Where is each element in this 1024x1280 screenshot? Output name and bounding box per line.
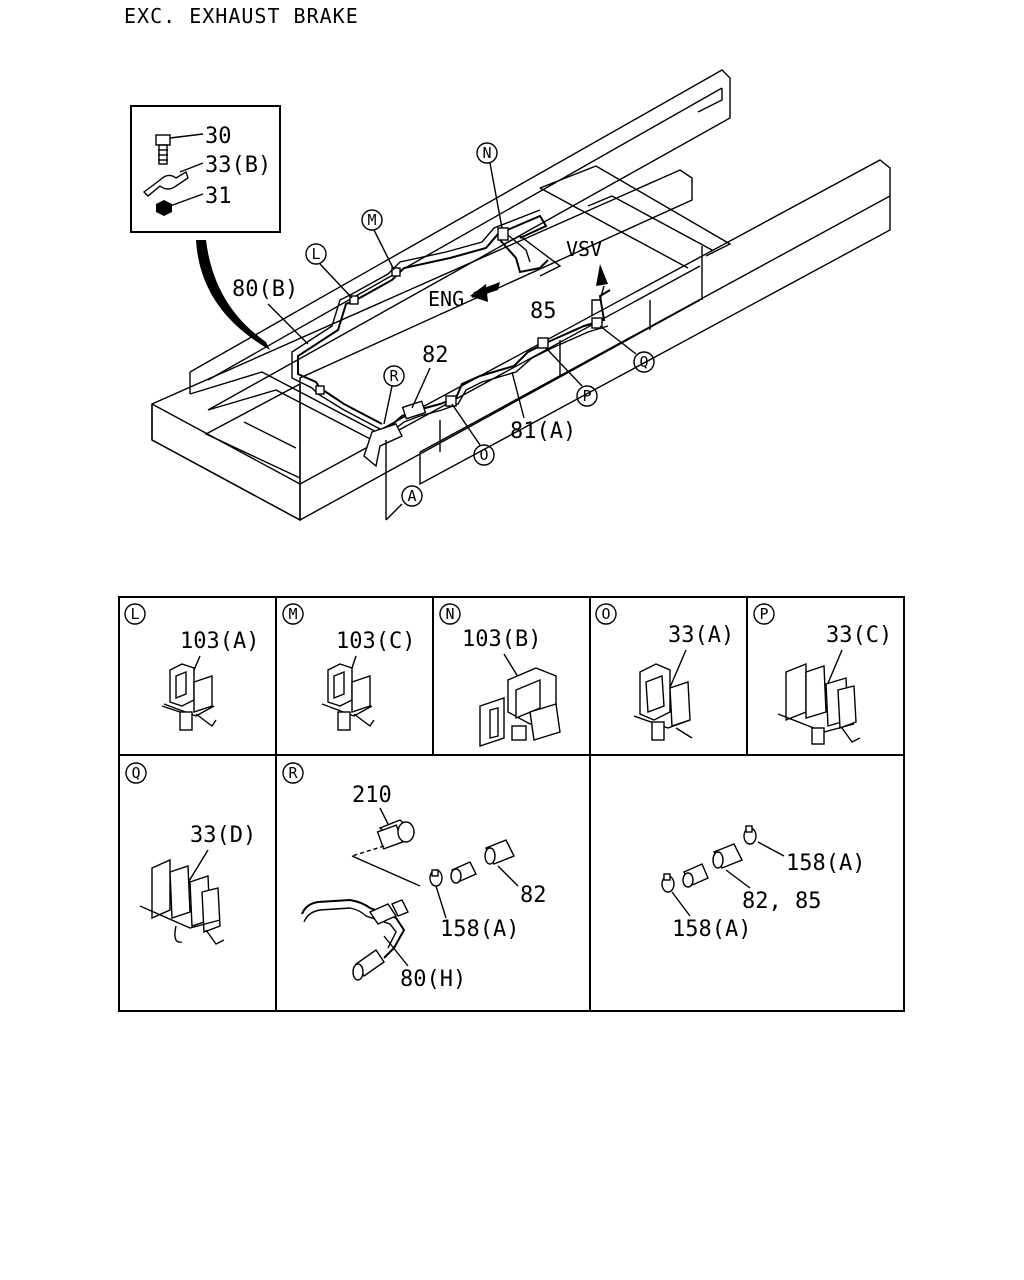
callout-N: N [476, 142, 503, 229]
label-vsv: VSV [566, 237, 602, 261]
svg-text:P: P [582, 387, 591, 405]
plug-210-icon [376, 819, 416, 850]
part-33c: 33(C) [826, 623, 892, 648]
hose-82-85-icon [682, 843, 743, 888]
label-eng: ENG [428, 287, 464, 311]
pipe-80h-icon [301, 898, 409, 981]
callout-P: P [545, 347, 598, 407]
callout-Q: Q [599, 325, 655, 373]
callout-M: M [361, 209, 395, 271]
eng-arrow [470, 282, 500, 302]
detail-cell-P: P 33(C) [753, 603, 892, 745]
inset-part-31: 31 [205, 184, 232, 209]
detail-cell-plain: 158(A) 82, 85 158(A) [661, 825, 865, 942]
part-33a: 33(A) [668, 623, 734, 648]
inset-box: 30 33(B) 31 [130, 105, 281, 233]
part-80h: 80(H) [400, 967, 466, 992]
part-82-r: 82 [520, 883, 547, 908]
svg-text:R: R [389, 367, 399, 385]
part-210: 210 [352, 783, 392, 808]
diagram-title: EXC. EXHAUST BRAKE [124, 4, 359, 28]
clamp-158a-bottom-icon [661, 873, 675, 893]
clip-103a-icon [161, 663, 217, 731]
clip-33a-icon [633, 663, 693, 741]
label-80b: 80(B) [232, 277, 298, 302]
detail-grid [118, 596, 905, 1012]
detail-cell-N: N 103(B) [439, 603, 561, 747]
svg-text:O: O [479, 446, 488, 464]
clip-33d-icon [139, 858, 225, 945]
svg-text:M: M [288, 605, 297, 623]
label-81a: 81(A) [510, 419, 576, 444]
svg-text:O: O [601, 605, 610, 623]
detail-cell-R: R 210 82 158(A) [282, 762, 547, 992]
vsv-arrow [591, 264, 608, 316]
part-82-85: 82, 85 [742, 889, 821, 914]
bolt-icon [155, 134, 171, 165]
pointer-arrow [196, 240, 270, 350]
part-158a-top: 158(A) [786, 851, 865, 876]
chassis-frame [151, 69, 891, 522]
detail-cell-O: O 33(A) [595, 603, 734, 741]
callout-L: L [305, 243, 353, 299]
svg-text:R: R [288, 764, 298, 782]
callout-R: R [383, 365, 405, 425]
svg-text:A: A [407, 487, 416, 505]
detail-cell-Q: Q 33(D) [125, 762, 256, 945]
part-103a: 103(A) [180, 629, 259, 654]
clip-33c-icon [777, 662, 861, 745]
svg-text:N: N [445, 605, 454, 623]
callout-A: A [401, 485, 423, 507]
svg-text:Q: Q [639, 353, 648, 371]
part-103b: 103(B) [462, 627, 541, 652]
clip-103b-icon [479, 667, 561, 747]
svg-text:N: N [482, 144, 491, 162]
inset-part-33b: 33(B) [205, 153, 271, 178]
clamp-158a-top-icon [743, 825, 757, 845]
part-33d: 33(D) [190, 823, 256, 848]
clamp-158a-icon [429, 869, 443, 887]
svg-text:Q: Q [131, 764, 140, 782]
part-158a-r: 158(A) [440, 917, 519, 942]
detail-cell-M: M 103(C) [282, 603, 415, 731]
nut-icon [156, 200, 172, 216]
label-82: 82 [422, 343, 449, 368]
hose-82-icon [450, 839, 515, 884]
detail-cell-L: L 103(A) [124, 603, 259, 731]
clamp-icon [142, 170, 189, 197]
svg-text:M: M [367, 211, 376, 229]
svg-text:P: P [759, 605, 768, 623]
label-85: 85 [530, 299, 557, 324]
part-103c: 103(C) [336, 629, 415, 654]
svg-text:L: L [130, 605, 139, 623]
part-158a-bottom: 158(A) [672, 917, 751, 942]
callout-O: O [451, 403, 495, 466]
svg-text:L: L [311, 245, 320, 263]
vacuum-pipes [291, 209, 611, 521]
inset-part-30: 30 [205, 124, 232, 149]
clip-103c-icon [321, 663, 375, 731]
